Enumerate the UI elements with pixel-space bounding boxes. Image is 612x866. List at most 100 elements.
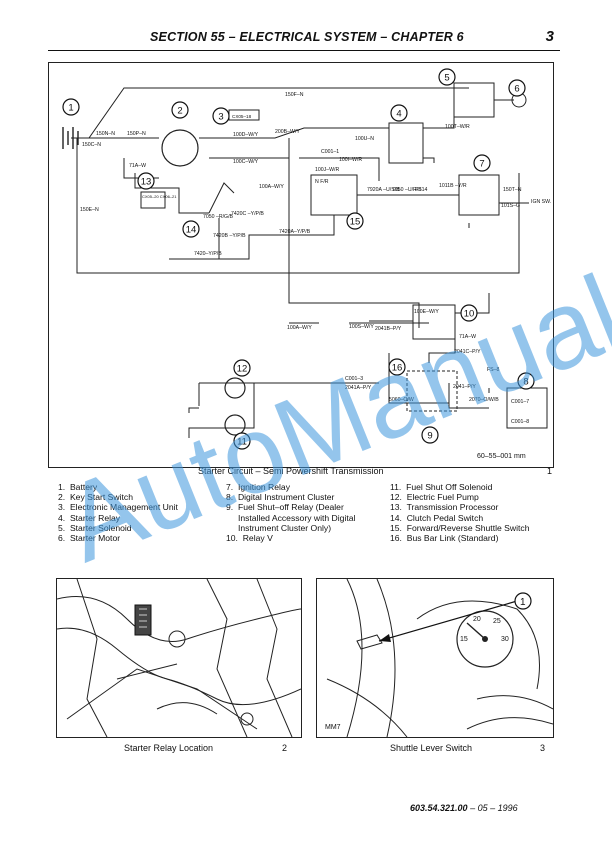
label-150f: 150F–N xyxy=(285,92,304,98)
label-200b: 200B–W/Y xyxy=(275,129,300,135)
callout-number: 12 xyxy=(237,364,248,375)
figure2-caption: Starter Relay Location xyxy=(124,743,214,753)
callout-number: 6 xyxy=(514,84,519,95)
fuel-shutoff-relay-box xyxy=(406,370,458,412)
callout-circle xyxy=(460,304,478,322)
fitting-circle xyxy=(240,712,254,726)
bracket-line xyxy=(156,702,218,715)
label-100e: 100E–W/Y xyxy=(414,309,439,315)
section-title: SECTION 55 – ELECTRICAL SYSTEM – CHAPTER… xyxy=(150,30,464,44)
wire-100t xyxy=(423,88,455,129)
frame-line xyxy=(66,668,258,730)
legend-item: 13. Transmission Processor xyxy=(390,502,499,513)
cable-line xyxy=(76,579,108,737)
legend-col2: 7. Ignition Relay 8. Digital Instrument … xyxy=(226,482,355,543)
relay-pins xyxy=(139,608,147,628)
callout-number: 11 xyxy=(237,437,247,448)
document-date: – 05 – 1996 xyxy=(467,803,518,813)
figure3-corner-label: MM7 xyxy=(325,724,341,731)
legend-item: 7. Ignition Relay xyxy=(226,482,291,492)
wire-71a-2 xyxy=(428,333,456,363)
label-7050b: 7050 –U/R/B xyxy=(392,187,422,193)
relay4-ground xyxy=(423,157,435,163)
label-processor: CX05–20 CX06–21 xyxy=(142,194,177,199)
callout-number: 9 xyxy=(427,431,432,442)
label-100a-2: 100A–W/Y xyxy=(287,325,312,331)
legend-item: 16. Bus Bar Link (Standard) xyxy=(390,533,499,544)
label-7920a: 7920A –U/S/B xyxy=(367,187,400,193)
figure1-number: 1 xyxy=(546,466,552,476)
label-7420: 7420–Y/P/B xyxy=(194,251,222,257)
label-7420b: 7420B –Y/P/B xyxy=(213,233,246,239)
label-71a-2: 71A–W xyxy=(459,334,476,340)
gauge-needle xyxy=(466,622,486,640)
column-edge xyxy=(346,579,363,737)
cable-line xyxy=(206,579,248,737)
label-cx05: CX05–18 xyxy=(232,114,252,119)
label-c001-7: C001–7 xyxy=(511,399,529,405)
label-100i: 100I–W/R xyxy=(339,157,362,163)
callout-circle xyxy=(233,359,251,377)
label-7050: 7050 –R/G/B xyxy=(203,214,234,220)
shuttle-lever-drawing: 20 25 30 15 1 MM7 xyxy=(325,579,553,737)
gauge-number: 25 xyxy=(493,618,501,625)
legend-item: 9. Fuel Shut–off Relay (Dealer xyxy=(226,502,344,513)
label-c001-8: C001–8 xyxy=(511,419,529,425)
legend-item: 3. Electronic Management Unit xyxy=(58,502,178,513)
label-100c: 100C–W/Y xyxy=(233,159,259,165)
figure1-caption: Starter Circuit – Semi Powershift Transm… xyxy=(198,466,384,476)
callout-circle xyxy=(388,358,406,376)
battery-symbol xyxy=(62,127,79,149)
relay-location-drawing xyxy=(57,579,301,737)
callout-circle xyxy=(137,172,155,190)
pump-ground xyxy=(188,407,199,413)
legend-item: 11. Fuel Shut Off Solenoid xyxy=(390,482,493,492)
page-header: SECTION 55 – ELECTRICAL SYSTEM – CHAPTER… xyxy=(48,28,560,51)
callout-number: 14 xyxy=(186,225,197,236)
label-150n: 150N–N xyxy=(96,131,115,137)
callout-circle xyxy=(171,101,189,119)
wire-7420a xyxy=(169,215,335,260)
callout-number: 15 xyxy=(350,217,361,228)
legend-item: 6. Starter Motor xyxy=(58,533,121,544)
label-5060: 5060–O/W xyxy=(389,397,414,403)
starter-relay-box xyxy=(388,122,424,164)
steering-wheel-line xyxy=(476,695,553,710)
figure3-number: 3 xyxy=(540,743,546,753)
legend-item: 12. Electric Fuel Pump xyxy=(390,492,479,503)
cable-line xyxy=(256,579,293,737)
relay-v-box xyxy=(412,304,456,340)
legend-item: 10. Relay V xyxy=(226,533,273,544)
label-100s: 100S–W/Y xyxy=(349,324,374,330)
label-2041a: 2041A–P/Y xyxy=(345,385,372,391)
label-2041b: 2041B–P/Y xyxy=(375,326,402,332)
fuel-solenoid-symbol xyxy=(224,414,246,436)
label-71a: 71A–W xyxy=(129,163,146,169)
label-ign-sw: IGN SW. xyxy=(531,199,551,205)
wire-150e xyxy=(76,138,520,274)
column-line xyxy=(326,678,408,737)
label-7420a: 7420A–Y/P/B xyxy=(279,229,311,235)
callout-number: 2 xyxy=(177,106,182,117)
callout-circle xyxy=(438,68,456,86)
callout-number: 1 xyxy=(520,597,526,608)
legend-item: 5. Starter Solenoid xyxy=(58,522,132,533)
label-7420c: 7420C –Y/P/B xyxy=(231,211,264,217)
callout-circle xyxy=(508,79,526,97)
legend-col3: 11. Fuel Shut Off Solenoid 12. Electric … xyxy=(390,482,529,543)
label-fs8: FS–8 xyxy=(487,367,500,373)
label-100t: 100T–W/R xyxy=(445,124,470,130)
label-150c: 150C–N xyxy=(82,142,101,148)
legend-col1: 1. Battery 2. Key Start Switch 3. Electr… xyxy=(58,482,178,543)
label-100u: 100U–N xyxy=(355,136,374,142)
rod-line xyxy=(116,663,178,680)
column-edge xyxy=(376,579,396,737)
wire-200b xyxy=(199,127,389,139)
callout-circle xyxy=(233,432,251,450)
document-footer: 603.54.321.00 – 05 – 1996 xyxy=(410,803,518,813)
gauge-number: 30 xyxy=(501,636,509,643)
label-2041c: 2041C–P/Y xyxy=(454,349,481,355)
figure3-caption: Shuttle Lever Switch xyxy=(390,743,473,753)
